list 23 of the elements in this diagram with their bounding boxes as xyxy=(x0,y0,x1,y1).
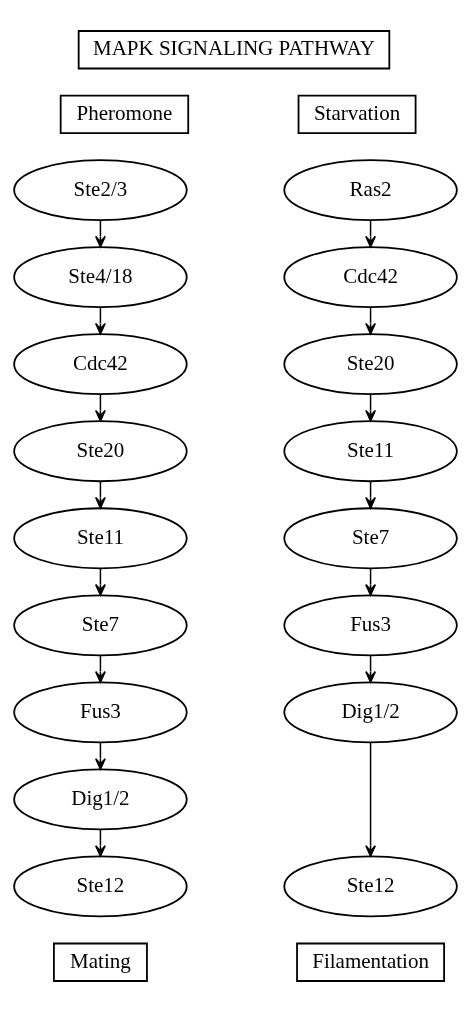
node-ellipse: Ste12 xyxy=(13,855,188,917)
node-ellipse: Ste12 xyxy=(283,855,458,917)
node-ellipse: Fus3 xyxy=(13,680,188,743)
node-ellipse: Cdc42 xyxy=(13,332,188,395)
node-ellipse: Ste4/18 xyxy=(13,245,188,308)
node-ellipse: Ste11 xyxy=(13,506,188,569)
node-box: Filamentation xyxy=(296,942,445,982)
node-ellipse: Dig1/2 xyxy=(13,768,188,830)
node-box: MAPK SIGNALING PATHWAY xyxy=(77,29,391,69)
node-box: Pheromone xyxy=(59,94,190,134)
node-ellipse: Ste20 xyxy=(13,419,188,482)
node-ellipse: Dig1/2 xyxy=(283,680,458,743)
arrow xyxy=(365,741,377,857)
node-box: Starvation xyxy=(297,94,417,134)
node-box: Mating xyxy=(53,942,148,982)
node-ellipse: Ste20 xyxy=(283,332,458,395)
node-ellipse: Ste7 xyxy=(283,506,458,569)
node-ellipse: Ste2/3 xyxy=(13,158,188,221)
node-ellipse: Ste11 xyxy=(283,419,458,482)
node-ellipse: Ste7 xyxy=(13,593,188,656)
node-ellipse: Ras2 xyxy=(283,158,458,221)
node-ellipse: Cdc42 xyxy=(283,245,458,308)
node-ellipse: Fus3 xyxy=(283,593,458,656)
